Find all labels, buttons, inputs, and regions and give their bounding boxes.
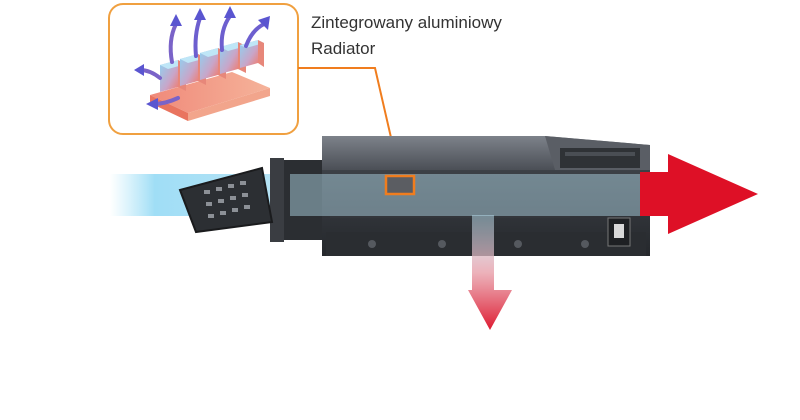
drive-enclosure xyxy=(270,136,650,256)
airflow-band-overlay xyxy=(290,174,650,216)
exhaust-arrow-down-icon xyxy=(468,215,512,330)
heatsink-caption: Zintegrowany aluminiowy Radiator xyxy=(311,10,502,62)
drive-tray-handle xyxy=(178,166,274,234)
caption-line-1: Zintegrowany aluminiowy xyxy=(311,13,502,32)
heatsink-fins-icon xyxy=(134,6,270,121)
caption-line-2: Radiator xyxy=(311,39,376,58)
heatsink-highlight xyxy=(384,174,416,196)
callout-leader-line xyxy=(298,67,399,169)
exhaust-arrow-right-icon xyxy=(640,154,758,234)
